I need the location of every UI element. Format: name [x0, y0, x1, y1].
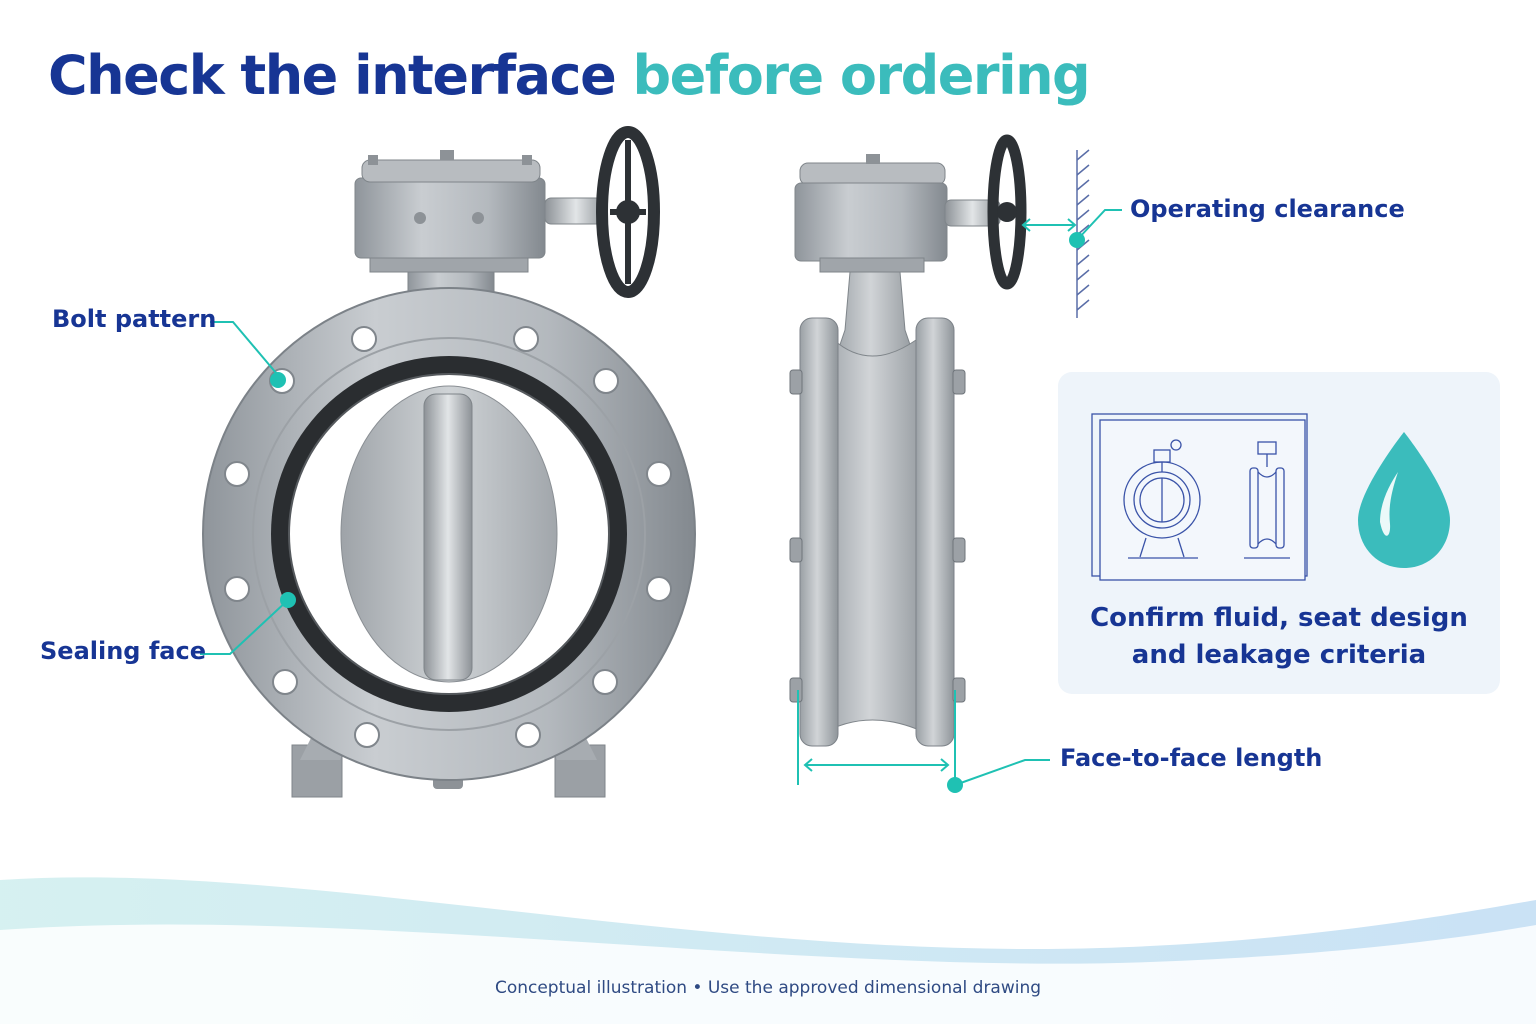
title-part-teal: before ordering — [632, 44, 1091, 107]
technical-drawing-icon — [1091, 413, 1450, 581]
valve-front-view-icon — [202, 126, 696, 798]
bottom-wave-decoration — [0, 877, 1536, 1024]
panel-text: Confirm fluid, seat design and leakage c… — [1058, 600, 1500, 674]
bolt-holes — [224, 326, 672, 748]
callout-lines — [200, 209, 1122, 786]
panel-text-line1: Confirm fluid, seat design — [1090, 603, 1468, 633]
footnote: Conceptual illustration • Use the approv… — [494, 978, 1042, 998]
valve-side-view-icon — [789, 134, 1027, 747]
water-drop-icon — [1358, 432, 1450, 568]
operating-clearance-label: Operating clearance — [1130, 195, 1405, 223]
sealing-face-label: Sealing face — [40, 637, 206, 665]
page-title: Check the interface before ordering — [48, 44, 1091, 107]
info-panel: Confirm fluid, seat design and leakage c… — [1058, 372, 1500, 694]
face-to-face-label: Face-to-face length — [1060, 744, 1323, 772]
callout-dots — [270, 232, 1085, 793]
panel-text-line2: and leakage criteria — [1131, 640, 1427, 670]
title-part-navy: Check the interface — [48, 44, 617, 107]
bolt-pattern-label: Bolt pattern — [52, 305, 217, 333]
